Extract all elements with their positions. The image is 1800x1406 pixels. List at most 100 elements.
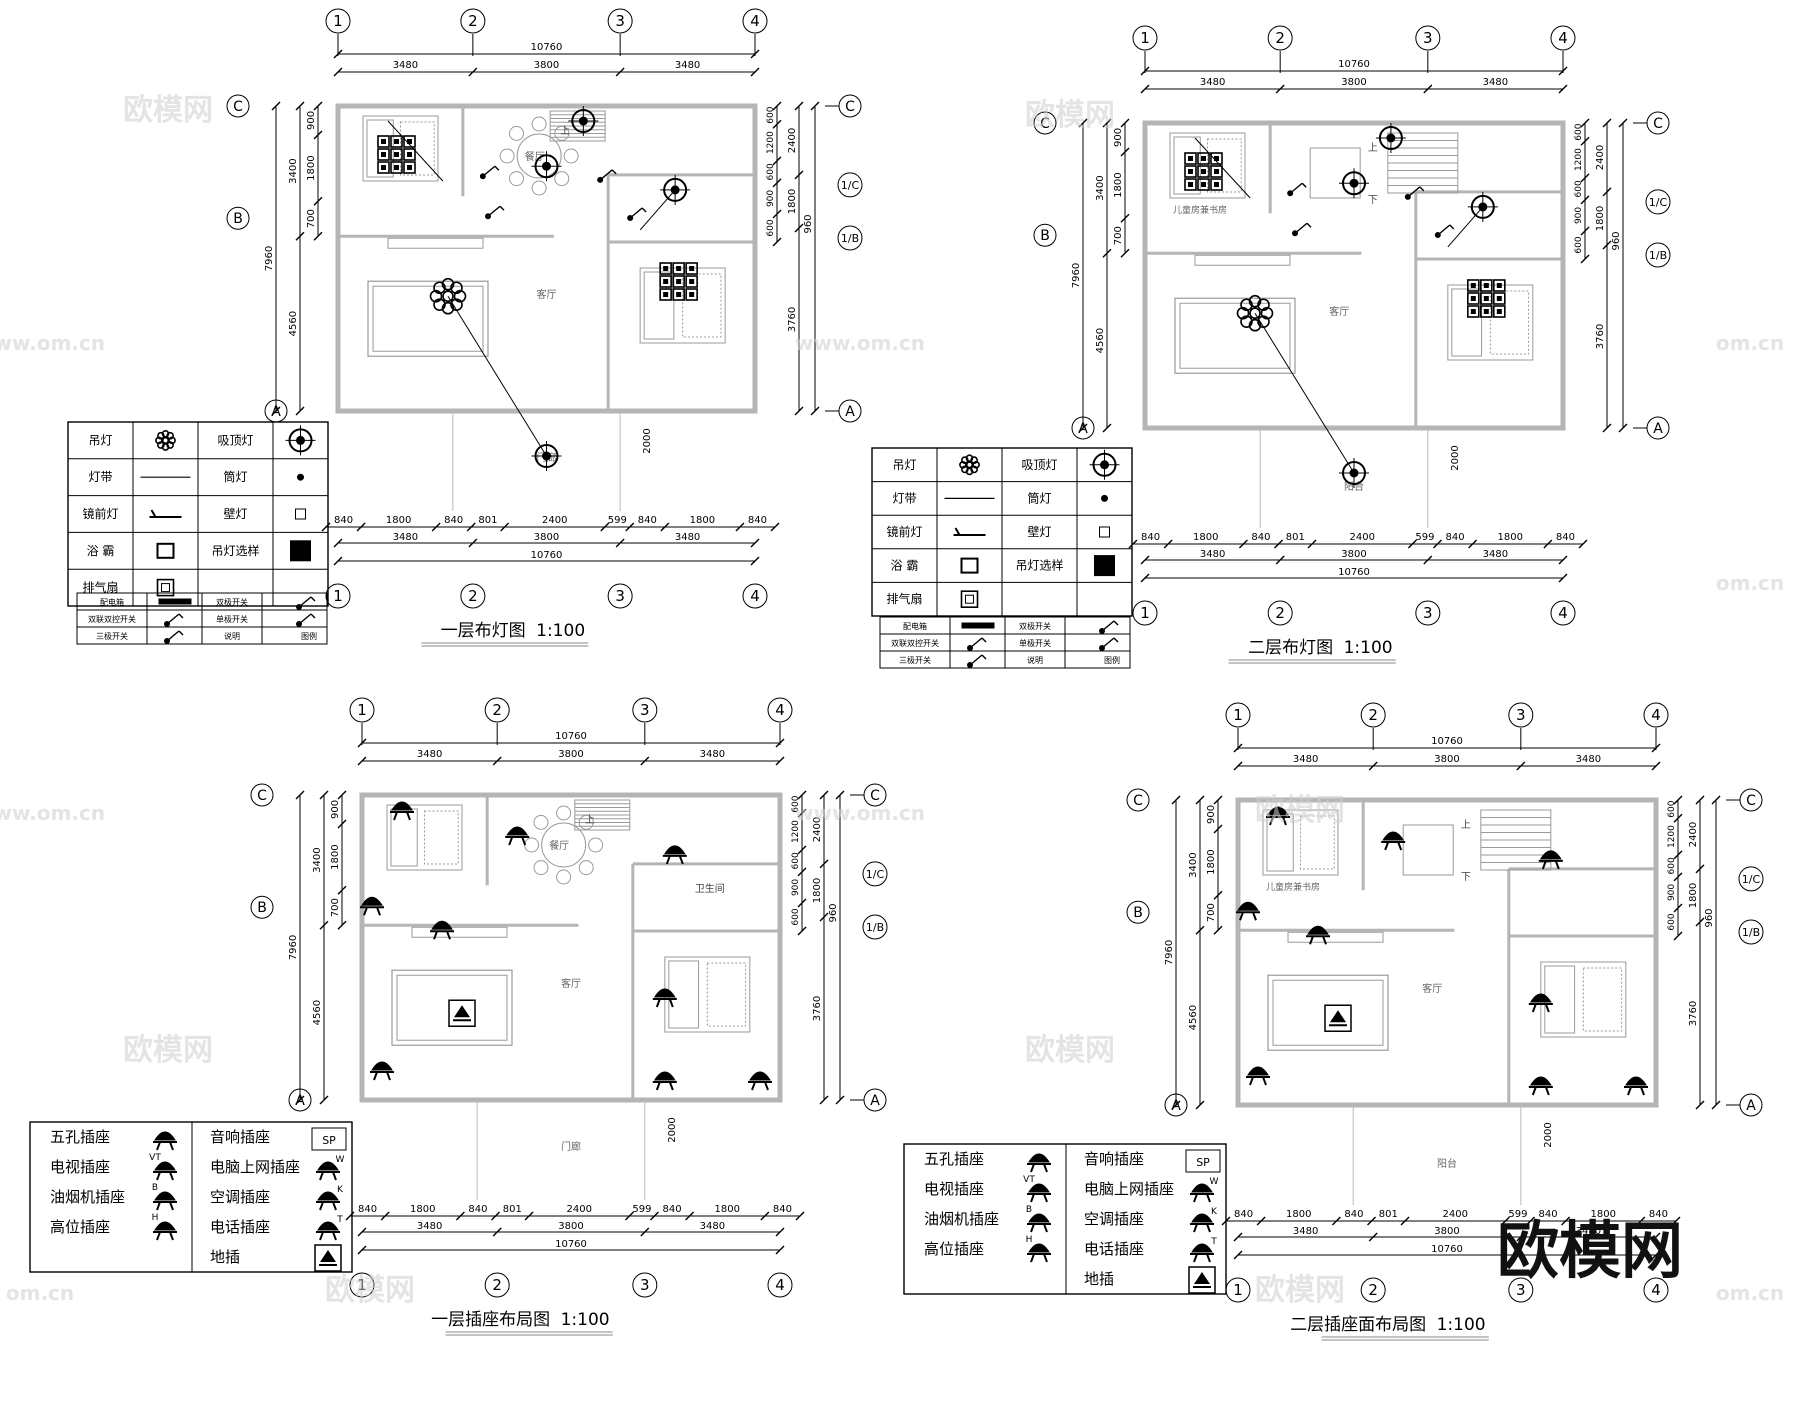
- grid-bubble: 1: [1132, 25, 1158, 51]
- dimension-tick: [295, 790, 305, 800]
- dimension-tick: [1120, 118, 1130, 128]
- bath-heater-icon: [1467, 279, 1506, 318]
- legend-label: 排气扇: [82, 580, 118, 595]
- bed-frame: [386, 804, 463, 871]
- grid-bubble-circle: [349, 697, 375, 723]
- switch-icon: [296, 613, 316, 627]
- dimension-tick: [1195, 925, 1205, 935]
- dimension-text: 840: [1556, 532, 1575, 543]
- wiring-line: [639, 189, 676, 231]
- dimension-tick: [1558, 573, 1568, 583]
- dimension-tick: [615, 67, 625, 77]
- switch-dot: [967, 662, 973, 668]
- dimension-text: 7960: [1071, 263, 1082, 288]
- stair-frame: [1387, 132, 1459, 194]
- chandelier-center: [965, 461, 974, 469]
- sofa-furniture: [1174, 297, 1296, 374]
- grid-bubble-label: 4: [775, 701, 785, 719]
- dimension-tick: [1140, 66, 1150, 76]
- bath-heater-cell: [685, 262, 698, 275]
- socket-icon: [1190, 1183, 1214, 1203]
- row-bubble-label: C: [1040, 116, 1050, 132]
- legend-label: 音响插座: [1084, 1150, 1144, 1168]
- room-label-kids: 儿童房兼书房: [1266, 881, 1320, 893]
- dimension-text: 600: [1574, 123, 1584, 140]
- dimension-tick: [640, 756, 650, 766]
- bed-blanket: [424, 810, 459, 865]
- dimension-tick: [1331, 1216, 1341, 1226]
- wiring-line: [447, 295, 547, 457]
- bed-pillow: [643, 271, 675, 340]
- bath-heater-icon: [960, 557, 979, 574]
- grid-bubble-label: 3: [1516, 706, 1526, 724]
- bath-heater-fill: [1188, 169, 1193, 174]
- dining-chair: [524, 837, 540, 853]
- grid-bubble-label: 4: [1651, 706, 1661, 724]
- row-bubble-circle: [250, 895, 274, 919]
- socket-leg: [332, 1231, 337, 1241]
- grid-bubble-label: 3: [615, 587, 625, 605]
- dimension-tick: [468, 538, 478, 548]
- row-bubble-label: C: [1653, 116, 1663, 132]
- row-bubble-circle: [862, 914, 888, 940]
- dimension-tick: [772, 119, 782, 129]
- dimension-tick: [337, 819, 347, 829]
- bath-heater-cell: [685, 288, 698, 301]
- row-bubble: 1/C: [862, 861, 888, 887]
- legend-label: 浴 霸: [87, 544, 115, 558]
- grid-bubble-label: 2: [468, 12, 478, 30]
- grid-bubble-label: 3: [640, 1276, 650, 1294]
- socket-leg: [1249, 1076, 1254, 1086]
- bath-heater-cell: [1210, 178, 1223, 191]
- dimension-text: 3480: [1576, 754, 1601, 765]
- dimension-text: 1200: [1574, 148, 1584, 171]
- stair-frame: [574, 799, 631, 831]
- room-label-living: 客厅: [1329, 305, 1349, 318]
- dimension-tick: [1558, 555, 1568, 565]
- dimension-tick: [492, 1227, 502, 1237]
- grid-bubble-label: 1: [357, 701, 367, 719]
- dimension-text: 599: [1508, 1209, 1527, 1220]
- legend-label: 油烟机插座: [50, 1188, 125, 1206]
- bed-furniture: [1540, 961, 1627, 1038]
- bath-heater-fill: [1188, 182, 1193, 187]
- socket-leg: [433, 930, 438, 940]
- dimension-tick: [1558, 84, 1568, 94]
- legend-label: 吸顶灯: [1021, 458, 1057, 472]
- bed-blanket: [1300, 815, 1335, 870]
- dimension-tick: [319, 1095, 329, 1105]
- bath-heater-cell: [1210, 165, 1223, 178]
- switch-tip: [1449, 224, 1455, 230]
- dimension-tick: [357, 738, 367, 748]
- grid-bubble: 3: [607, 583, 633, 609]
- grid-bubble: 3: [632, 1272, 658, 1298]
- dimension-text: 600: [1667, 913, 1677, 930]
- dining-chair: [509, 125, 525, 141]
- switch-icon: [1099, 637, 1119, 651]
- legend-label: 三极开关: [96, 631, 128, 641]
- dimension-text: 599: [608, 515, 627, 526]
- socket-body: [1247, 1066, 1269, 1076]
- bath-heater-fill: [381, 152, 386, 157]
- walls: [359, 792, 783, 1103]
- socket-symbol: B: [152, 1183, 158, 1193]
- floor-socket-box: [448, 999, 476, 1027]
- socket-leg: [655, 998, 661, 1008]
- bath-heater-cell: [1493, 305, 1506, 318]
- grid-bubble: 1: [1225, 702, 1251, 728]
- socket-body: [1267, 806, 1289, 816]
- bath-heater-cell: [390, 148, 403, 161]
- dining-chair: [533, 814, 549, 830]
- dimension-tick: [1368, 1232, 1378, 1242]
- bed-frame: [1447, 284, 1534, 361]
- grid-bubble: 4: [1643, 1277, 1669, 1303]
- switch-dot: [1099, 628, 1105, 634]
- socket-leg: [376, 906, 381, 916]
- grid-bubble-circle: [742, 583, 768, 609]
- grid-bubble-label: 2: [1275, 29, 1285, 47]
- floor-socket-box: [314, 1244, 342, 1272]
- chandelier-petal: [453, 289, 467, 303]
- grid-bubble-circle: [607, 583, 633, 609]
- dimension-text: 600: [791, 795, 801, 812]
- bath-heater-fill: [676, 279, 682, 284]
